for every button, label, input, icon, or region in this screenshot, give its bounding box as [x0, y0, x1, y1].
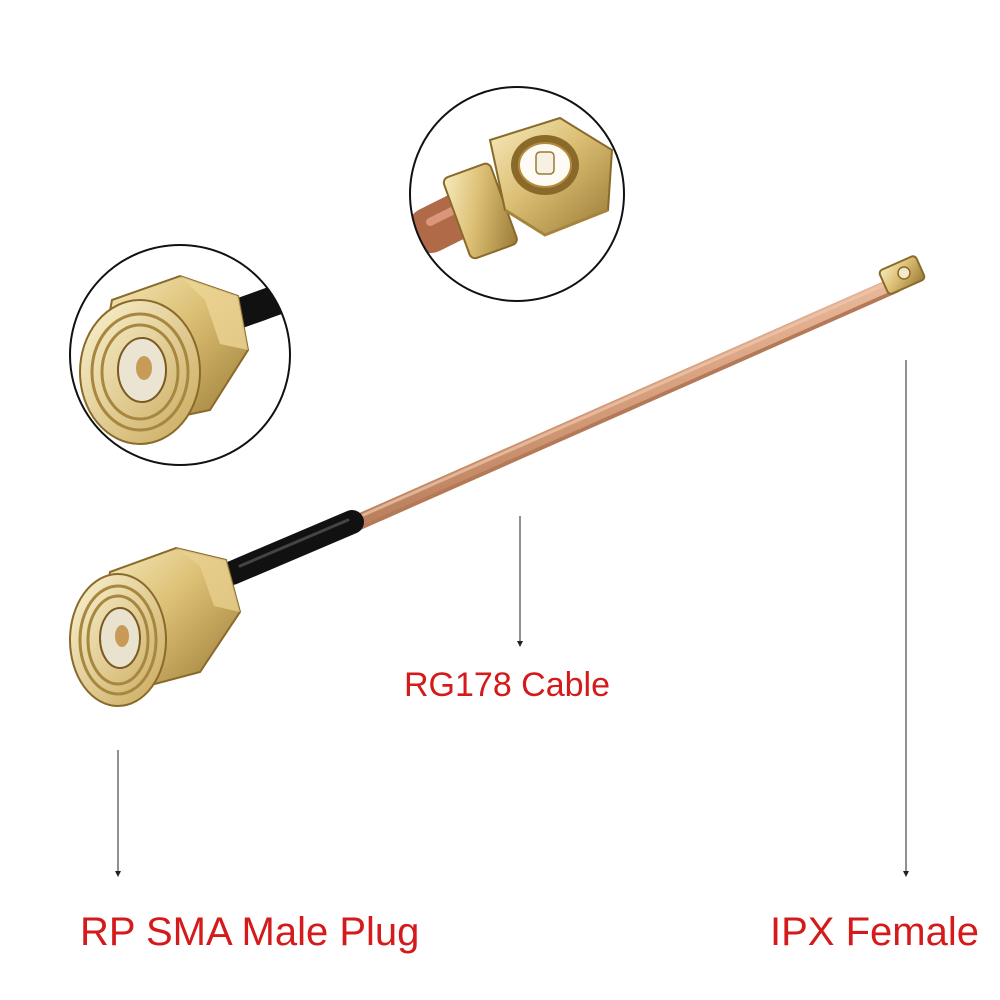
- ipx-closeup-icon: [409, 86, 625, 302]
- ipx-connector-icon: [878, 255, 926, 295]
- coax-cable-icon: [292, 277, 903, 556]
- rp-sma-connector-icon: [69, 546, 242, 707]
- pointer-ipx: [903, 360, 909, 877]
- heatshrink-icon: [220, 510, 364, 585]
- label-rp-sma-male-plug: RP SMA Male Plug: [80, 910, 420, 954]
- rp-sma-closeup-icon: [69, 244, 291, 466]
- label-ipx-female: IPX Female: [770, 910, 979, 954]
- label-rg178-cable: RG178 Cable: [404, 666, 611, 704]
- pointer-rp-sma: [115, 750, 121, 877]
- pointer-cable: [517, 516, 523, 647]
